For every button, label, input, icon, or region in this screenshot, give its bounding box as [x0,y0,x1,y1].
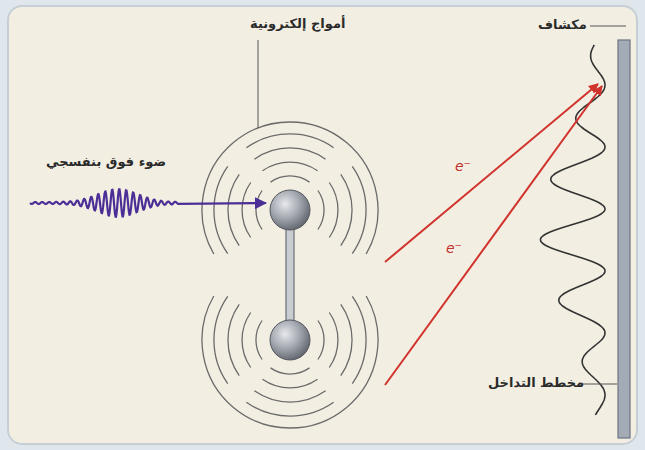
wave-arc [246,402,333,416]
detector-plate [618,40,630,438]
wave-arc [271,368,310,374]
wave-arc [329,313,338,368]
wave-arc [263,162,318,171]
wave-arc [242,313,251,368]
wave-arc [214,296,228,383]
wave-arc [271,176,310,182]
uv-light-wave [30,189,266,216]
wave-arc [214,166,228,253]
wave-arc [318,321,324,360]
wave-arc [263,379,318,388]
wave-arc [242,183,251,238]
wave-arc [352,296,366,383]
leader-line [590,26,626,27]
electron-waves [202,122,378,428]
electron-path [385,86,602,385]
wave-arc [352,166,366,253]
atom [270,320,310,360]
wave-arc [329,183,338,238]
wave-arc [246,134,333,148]
wave-arc [254,391,325,402]
leader-line [258,40,259,128]
pattern-label: مخطط التداخل [488,375,584,391]
wave-arc [228,174,239,245]
wave-arc [341,304,352,375]
leader-line [580,384,617,385]
wave-arc [256,321,262,360]
panel [8,6,637,444]
detector-label: مكشاف [538,17,587,33]
atom [270,190,310,230]
interference-curve [541,45,606,415]
wave-arc [254,148,325,159]
wave-label: أمواج إلكترونية [250,16,345,32]
uv-label: ضوء فوق بنفسجي [46,154,166,170]
electron-path [385,84,598,262]
electron-label: e⁻ [455,158,471,175]
wave-arc [228,304,239,375]
wave-arc [318,191,324,230]
molecular-bond [286,225,294,325]
wave-arc [256,191,262,230]
electron-label: e⁻ [446,240,462,257]
wave-arc [341,174,352,245]
